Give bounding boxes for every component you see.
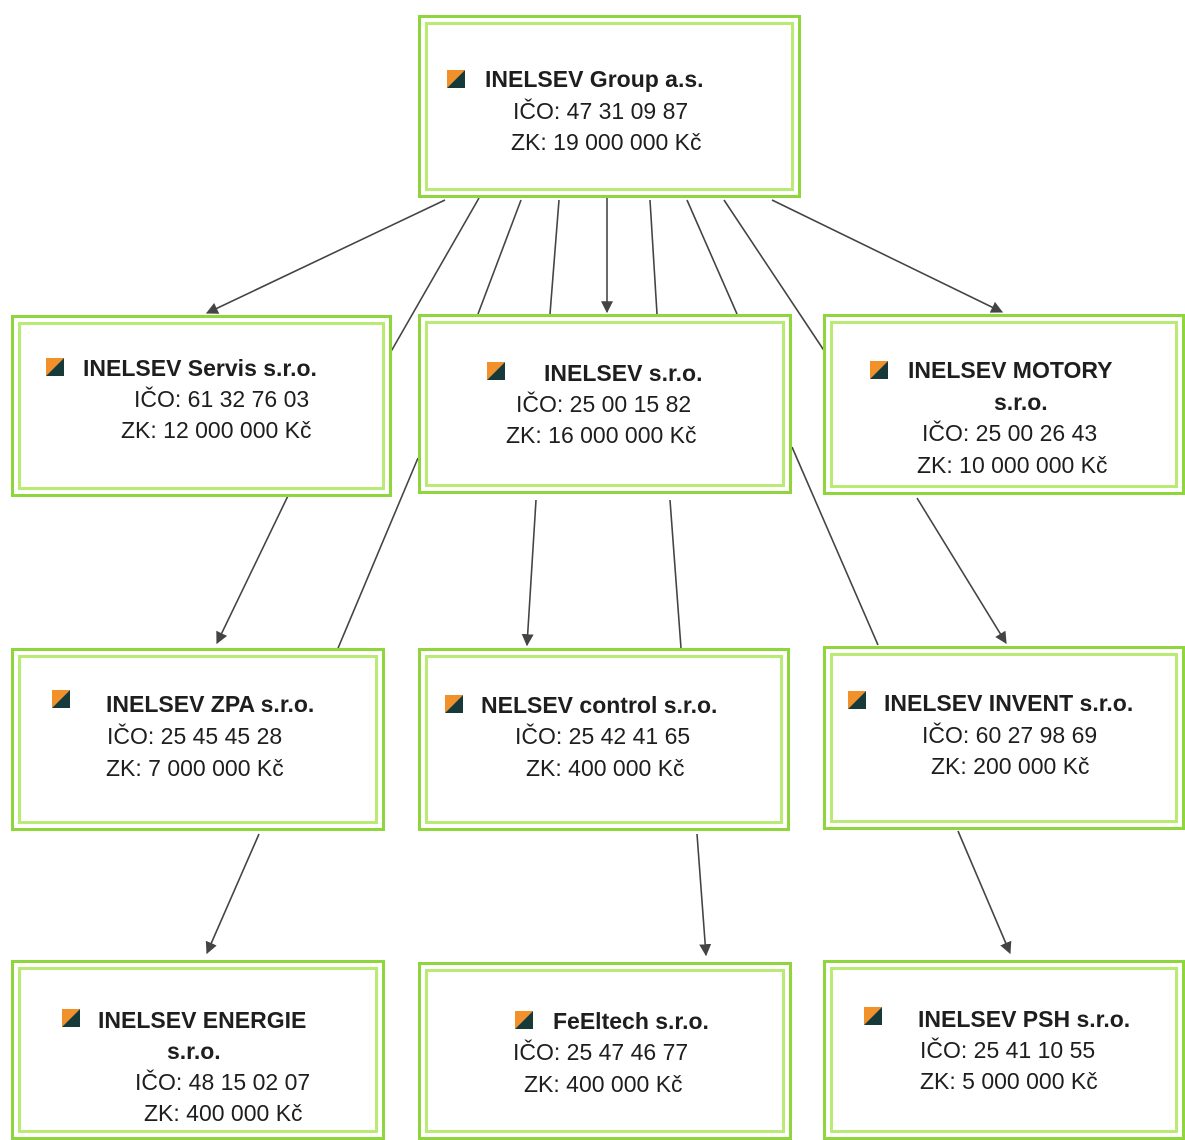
line-group-to-invent-a (723, 199, 826, 353)
node-group-ico: IČO: 47 31 09 87 (513, 98, 689, 124)
line-group-b (549, 199, 560, 315)
arrow-group-to-servis (205, 199, 446, 314)
company-logo-icon (870, 361, 888, 379)
line-group-to-zpa-b (335, 457, 419, 654)
line-group-c (649, 199, 658, 315)
node-feeltech-ico: IČO: 25 47 46 77 (513, 1039, 689, 1065)
arrow-invent-to-psh (957, 830, 1012, 955)
arrow-sro-to-control (521, 499, 537, 647)
node-psh-ico: IČO: 25 41 10 55 (920, 1037, 1096, 1063)
company-logo-icon (848, 691, 866, 709)
company-logo-icon (515, 1011, 533, 1029)
node-zpa-ico: IČO: 25 45 45 28 (107, 723, 283, 749)
line-sro-to-control-b (669, 499, 682, 649)
company-logo-icon (62, 1009, 80, 1027)
node-servis-name: INELSEV Servis s.r.o. (83, 355, 317, 381)
node-zpa-zk: ZK: 7 000 000 Kč (106, 755, 284, 781)
node-servis: INELSEV Servis s.r.o. IČO: 61 32 76 03 Z… (11, 315, 392, 497)
node-invent-zk: ZK: 200 000 Kč (931, 753, 1090, 779)
node-motory-zk: ZK: 10 000 000 Kč (917, 452, 1108, 478)
arrow-servis-to-zpa (216, 472, 300, 645)
company-logo-icon (52, 690, 70, 708)
arrow-zpa-to-energie (205, 833, 260, 955)
node-control-name: NELSEV control s.r.o. (481, 692, 718, 718)
company-logo-icon (447, 70, 465, 88)
node-group-name: INELSEV Group a.s. (485, 66, 704, 92)
node-feeltech: FeEltech s.r.o. IČO: 25 47 46 77 ZK: 400… (418, 962, 792, 1140)
node-motory-ico: IČO: 25 00 26 43 (922, 420, 1098, 446)
node-energie: INELSEV ENERGIE s.r.o. IČO: 48 15 02 07 … (11, 960, 385, 1140)
line-group-d (686, 199, 738, 315)
node-control-zk: ZK: 400 000 Kč (526, 755, 685, 781)
node-sro-ico: IČO: 25 00 15 82 (516, 391, 692, 417)
node-energie-name-line1: INELSEV ENERGIE (98, 1007, 307, 1033)
node-invent: INELSEV INVENT s.r.o. IČO: 60 27 98 69 Z… (823, 646, 1185, 830)
node-energie-name-line2: s.r.o. (167, 1038, 221, 1064)
line-group-to-zpa-a (384, 197, 480, 363)
node-sro-name: INELSEV s.r.o. (544, 360, 703, 386)
node-group: INELSEV Group a.s. IČO: 47 31 09 87 ZK: … (418, 15, 801, 198)
arrow-motory-to-invent (916, 497, 1007, 645)
node-sro-zk: ZK: 16 000 000 Kč (506, 422, 697, 448)
company-logo-icon (487, 362, 505, 380)
company-logo-icon (445, 695, 463, 713)
node-invent-ico: IČO: 60 27 98 69 (922, 722, 1098, 748)
node-motory: INELSEV MOTORY s.r.o. IČO: 25 00 26 43 Z… (823, 314, 1185, 495)
node-zpa: INELSEV ZPA s.r.o. IČO: 25 45 45 28 ZK: … (11, 648, 385, 831)
node-motory-name-line2: s.r.o. (994, 389, 1048, 415)
node-energie-ico: IČO: 48 15 02 07 (135, 1069, 311, 1095)
arrow-group-to-motory (771, 199, 1004, 313)
node-psh: INELSEV PSH s.r.o. IČO: 25 41 10 55 ZK: … (823, 960, 1185, 1140)
node-servis-zk: ZK: 12 000 000 Kč (121, 417, 312, 443)
line-group-a (477, 199, 522, 315)
node-zpa-name: INELSEV ZPA s.r.o. (106, 691, 315, 717)
node-energie-zk: ZK: 400 000 Kč (144, 1100, 303, 1126)
node-sro: INELSEV s.r.o. IČO: 25 00 15 82 ZK: 16 0… (418, 314, 792, 494)
node-invent-name: INELSEV INVENT s.r.o. (884, 690, 1134, 716)
node-control: NELSEV control s.r.o. IČO: 25 42 41 65 Z… (418, 648, 790, 831)
node-psh-zk: ZK: 5 000 000 Kč (920, 1068, 1098, 1094)
node-group-zk: ZK: 19 000 000 Kč (511, 129, 702, 155)
node-servis-ico: IČO: 61 32 76 03 (134, 386, 310, 412)
node-motory-name-line1: INELSEV MOTORY (908, 357, 1113, 383)
line-group-to-invent-b (791, 446, 879, 646)
node-control-ico: IČO: 25 42 41 65 (515, 723, 691, 749)
company-logo-icon (46, 358, 64, 376)
node-psh-name: INELSEV PSH s.r.o. (918, 1006, 1131, 1032)
arrow-control-to-feeltech (696, 833, 712, 957)
company-logo-icon (864, 1007, 882, 1025)
node-feeltech-zk: ZK: 400 000 Kč (524, 1071, 683, 1097)
node-feeltech-name: FeEltech s.r.o. (553, 1008, 709, 1034)
